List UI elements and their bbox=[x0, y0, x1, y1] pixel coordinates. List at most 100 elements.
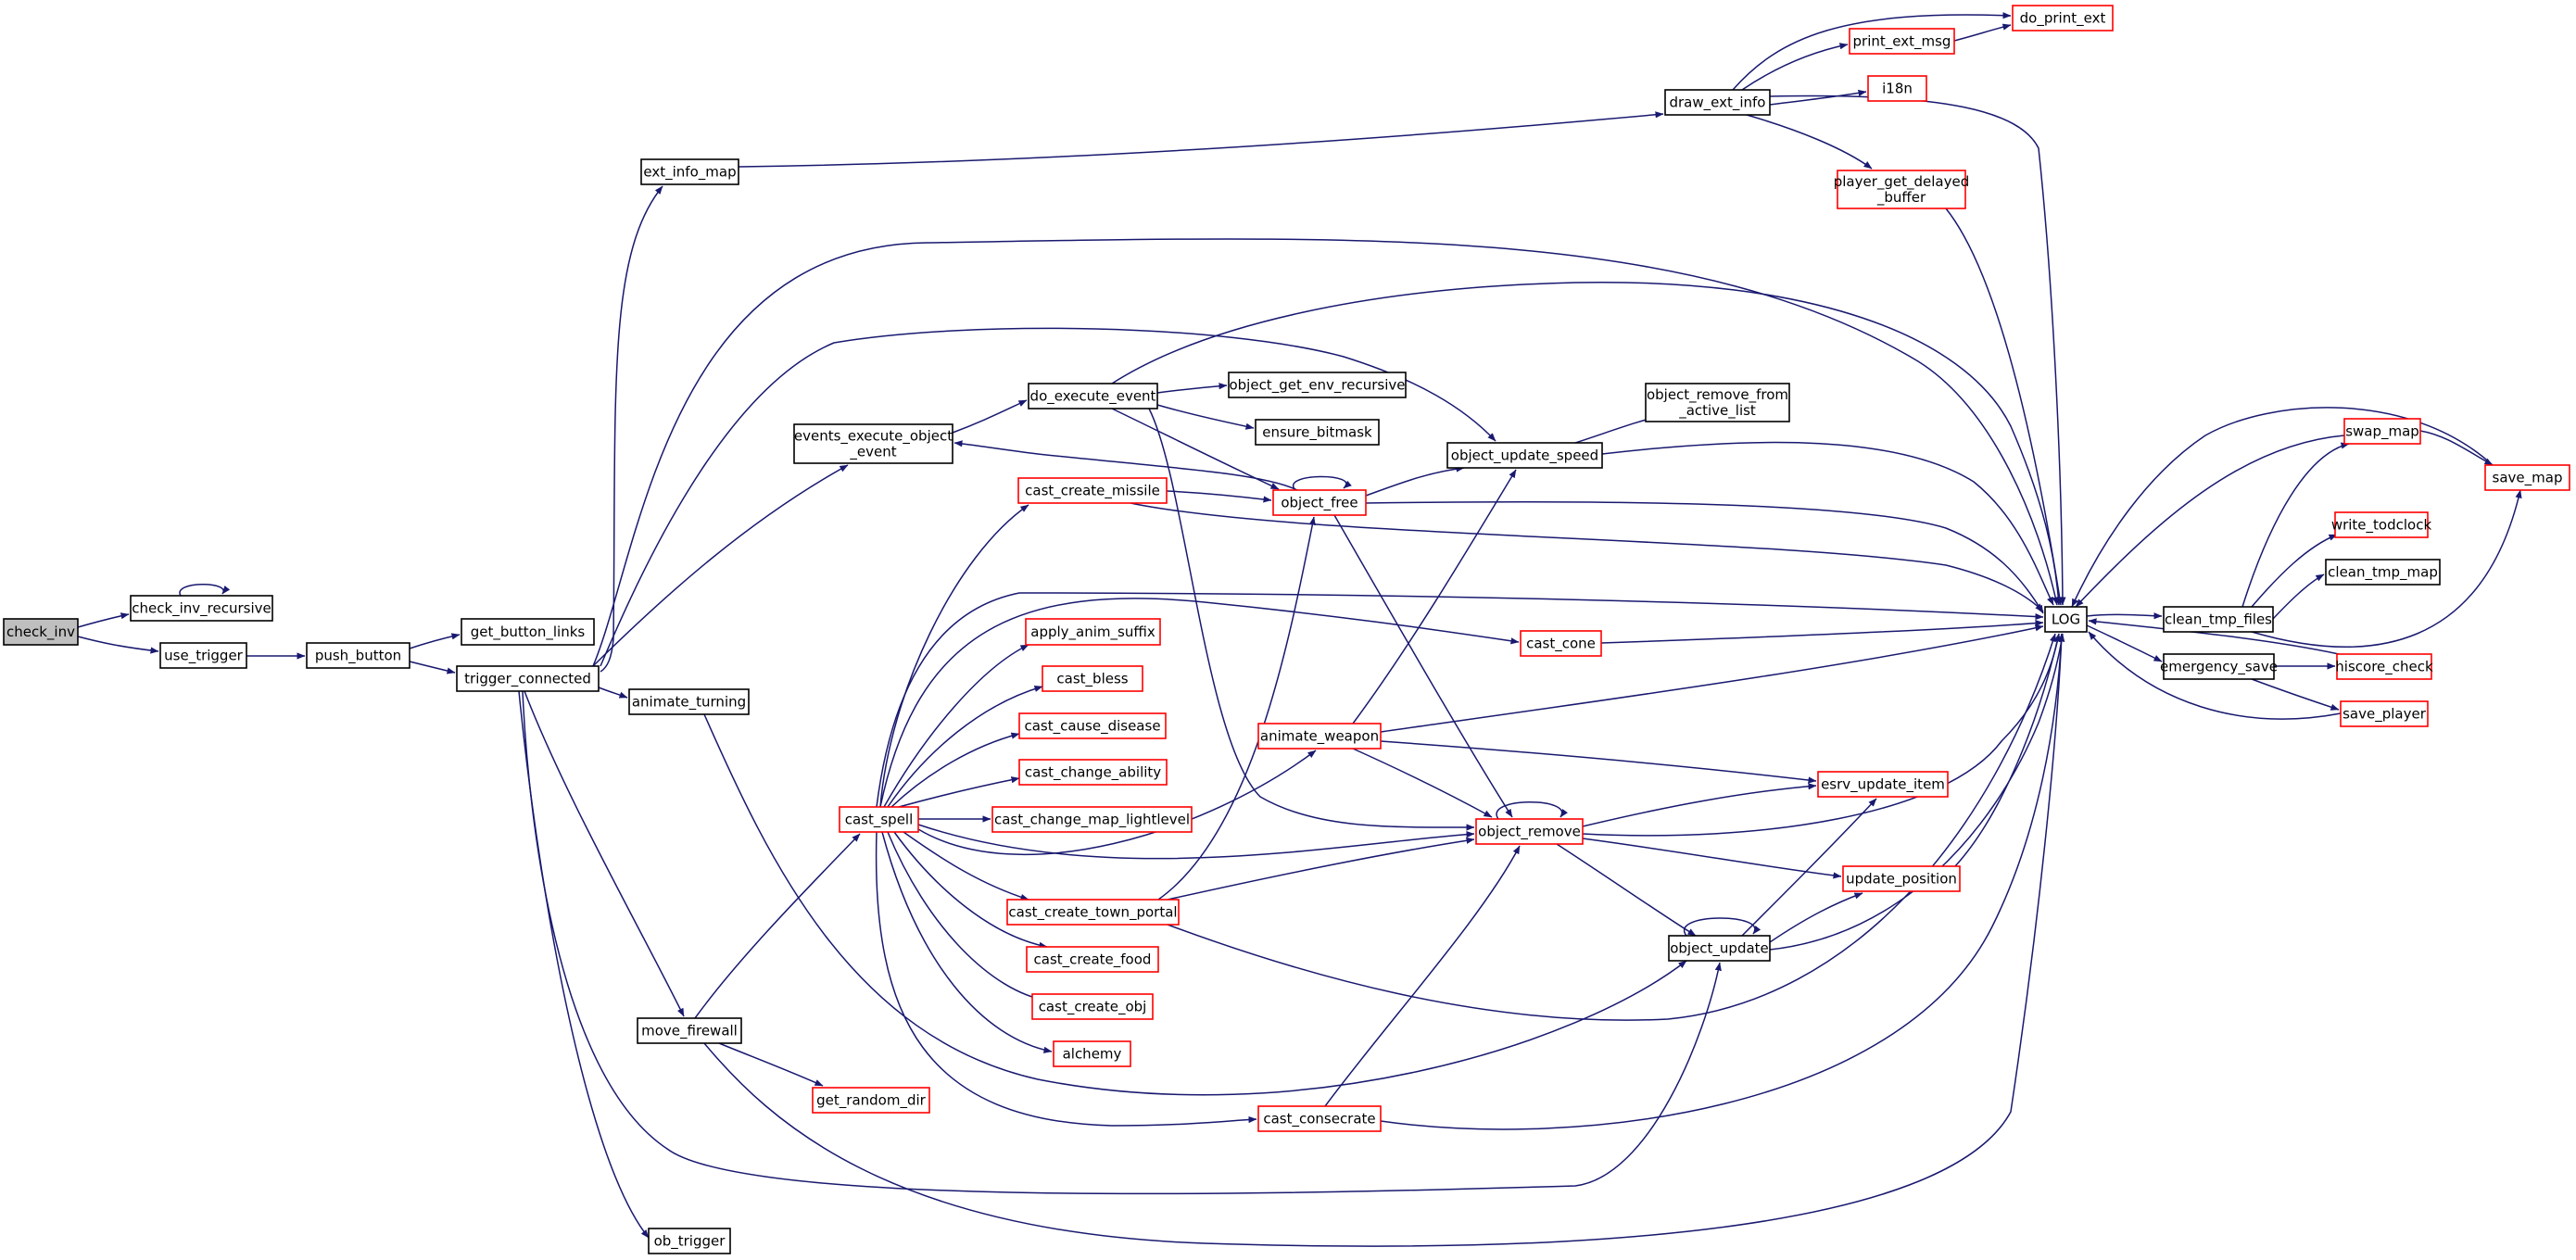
node-box[interactable] bbox=[1031, 993, 1154, 1020]
node-update-position[interactable]: update_position bbox=[1842, 865, 1961, 892]
node-box[interactable] bbox=[1257, 723, 1382, 750]
node-box[interactable] bbox=[812, 1087, 930, 1114]
node-box[interactable] bbox=[159, 642, 247, 669]
node-trigger-connected[interactable]: trigger_connected bbox=[456, 665, 600, 692]
node-box[interactable] bbox=[1006, 899, 1180, 926]
node-hiscore-check[interactable]: hiscore_check bbox=[2335, 653, 2433, 680]
node-ensure-bitmask[interactable]: ensure_bitmask bbox=[1255, 419, 1380, 446]
node-object-free[interactable]: object_free bbox=[1272, 489, 1367, 516]
node-box[interactable] bbox=[2163, 653, 2275, 680]
node-write-todclock[interactable]: write_todclock bbox=[2331, 511, 2432, 538]
node-box[interactable] bbox=[1272, 489, 1367, 516]
node-cast-change-ability[interactable]: cast_change_ability bbox=[1018, 759, 1168, 786]
node-ob-trigger[interactable]: ob_trigger bbox=[648, 1228, 731, 1254]
node-box[interactable] bbox=[1028, 383, 1158, 410]
node-cast-create-town-portal[interactable]: cast_create_town_portal bbox=[1006, 899, 1180, 926]
node-swap-map[interactable]: swap_map bbox=[2343, 418, 2421, 445]
node-box[interactable] bbox=[2336, 653, 2432, 680]
node-box[interactable] bbox=[1520, 630, 1602, 657]
node-push-button[interactable]: push_button bbox=[306, 642, 410, 669]
node-box[interactable] bbox=[1837, 170, 1966, 209]
node-move-firewall[interactable]: move_firewall bbox=[637, 1017, 742, 1044]
node-use-trigger[interactable]: use_trigger bbox=[159, 642, 247, 669]
node-box[interactable] bbox=[3, 618, 79, 646]
node-box[interactable] bbox=[1867, 75, 1927, 102]
node-object-get-env-recursive[interactable]: object_get_env_recursive bbox=[1228, 372, 1407, 398]
node-box[interactable] bbox=[2484, 464, 2570, 491]
node-cast-create-missile[interactable]: cast_create_missile bbox=[1017, 477, 1168, 504]
node-box[interactable] bbox=[1026, 946, 1159, 973]
node-ext-info-map[interactable]: ext_info_map bbox=[640, 158, 739, 185]
node-box[interactable] bbox=[306, 642, 410, 669]
node-do-execute-event[interactable]: do_execute_event bbox=[1028, 383, 1158, 410]
node-box[interactable] bbox=[648, 1228, 731, 1254]
node-events-execute-object-event[interactable]: events_execute_object_event bbox=[793, 423, 953, 464]
node-box[interactable] bbox=[2343, 418, 2421, 445]
node-check-inv[interactable]: check_inv bbox=[3, 618, 79, 646]
node-box[interactable] bbox=[456, 665, 600, 692]
node-cast-spell[interactable]: cast_spell bbox=[839, 806, 919, 833]
node-box[interactable] bbox=[2163, 606, 2274, 633]
node-cast-create-food[interactable]: cast_create_food bbox=[1026, 946, 1159, 973]
node-box[interactable] bbox=[1668, 935, 1771, 962]
node-cast-create-obj[interactable]: cast_create_obj bbox=[1031, 993, 1154, 1020]
node-box[interactable] bbox=[461, 618, 595, 646]
node-box[interactable] bbox=[2044, 606, 2088, 633]
node-player-get-delayed-buffer[interactable]: player_get_delayed_buffer bbox=[1834, 170, 1970, 209]
node-cast-cause-disease[interactable]: cast_cause_disease bbox=[1018, 712, 1167, 739]
node-box[interactable] bbox=[1849, 28, 1955, 55]
node-cast-consecrate[interactable]: cast_consecrate bbox=[1257, 1105, 1382, 1132]
node-box[interactable] bbox=[1018, 712, 1167, 739]
node-apply-anim-suffix[interactable]: apply_anim_suffix bbox=[1025, 618, 1161, 646]
node-box[interactable] bbox=[1446, 442, 1603, 469]
node-box[interactable] bbox=[1042, 665, 1143, 692]
node-box[interactable] bbox=[637, 1017, 742, 1044]
node-clean-tmp-files[interactable]: clean_tmp_files bbox=[2163, 606, 2274, 633]
node-LOG[interactable]: LOG bbox=[2044, 606, 2088, 633]
node-box[interactable] bbox=[1475, 818, 1584, 845]
node-box[interactable] bbox=[793, 423, 953, 464]
node-cast-change-map-lightlevel[interactable]: cast_change_map_lightlevel bbox=[991, 806, 1193, 833]
node-cast-cone[interactable]: cast_cone bbox=[1520, 630, 1602, 657]
node-box[interactable] bbox=[1017, 477, 1168, 504]
node-save-map[interactable]: save_map bbox=[2484, 464, 2570, 491]
node-box[interactable] bbox=[130, 595, 273, 622]
node-object-remove-from-active-list[interactable]: object_remove_from_active_list bbox=[1645, 383, 1790, 422]
node-alchemy[interactable]: alchemy bbox=[1053, 1040, 1131, 1067]
node-box[interactable] bbox=[1842, 865, 1961, 892]
node-object-update[interactable]: object_update bbox=[1668, 935, 1771, 962]
node-cast-bless[interactable]: cast_bless bbox=[1042, 665, 1143, 692]
node-print-ext-msg[interactable]: print_ext_msg bbox=[1849, 28, 1955, 55]
node-box[interactable] bbox=[1645, 383, 1790, 422]
node-do-print-ext[interactable]: do_print_ext bbox=[2012, 5, 2114, 32]
node-animate-weapon[interactable]: animate_weapon bbox=[1257, 723, 1382, 750]
node-check-inv-recursive[interactable]: check_inv_recursive bbox=[130, 595, 273, 622]
node-box[interactable] bbox=[2012, 5, 2114, 32]
node-draw-ext-info[interactable]: draw_ext_info bbox=[1664, 89, 1771, 116]
node-esrv-update-item[interactable]: esrv_update_item bbox=[1817, 771, 1949, 798]
node-object-update-speed[interactable]: object_update_speed bbox=[1446, 442, 1603, 469]
node-i18n[interactable]: i18n bbox=[1867, 75, 1927, 102]
node-box[interactable] bbox=[640, 158, 739, 185]
node-box[interactable] bbox=[1817, 771, 1949, 798]
node-save-player[interactable]: save_player bbox=[2340, 700, 2429, 727]
node-box[interactable] bbox=[2340, 700, 2429, 727]
node-box[interactable] bbox=[839, 806, 919, 833]
node-box[interactable] bbox=[1018, 759, 1168, 786]
node-box[interactable] bbox=[2325, 559, 2441, 586]
node-box[interactable] bbox=[1228, 372, 1407, 398]
node-box[interactable] bbox=[1664, 89, 1771, 116]
node-box[interactable] bbox=[991, 806, 1193, 833]
node-box[interactable] bbox=[1257, 1105, 1382, 1132]
node-box[interactable] bbox=[2334, 511, 2429, 538]
node-box[interactable] bbox=[1025, 618, 1161, 646]
node-get-random-dir[interactable]: get_random_dir bbox=[812, 1087, 930, 1114]
node-get-button-links[interactable]: get_button_links bbox=[461, 618, 595, 646]
node-box[interactable] bbox=[628, 688, 750, 715]
node-object-remove[interactable]: object_remove bbox=[1475, 818, 1584, 845]
node-box[interactable] bbox=[1255, 419, 1380, 446]
node-emergency-save[interactable]: emergency_save bbox=[2160, 653, 2278, 680]
node-box[interactable] bbox=[1053, 1040, 1131, 1067]
node-animate-turning[interactable]: animate_turning bbox=[628, 688, 750, 715]
node-clean-tmp-map[interactable]: clean_tmp_map bbox=[2325, 559, 2441, 586]
